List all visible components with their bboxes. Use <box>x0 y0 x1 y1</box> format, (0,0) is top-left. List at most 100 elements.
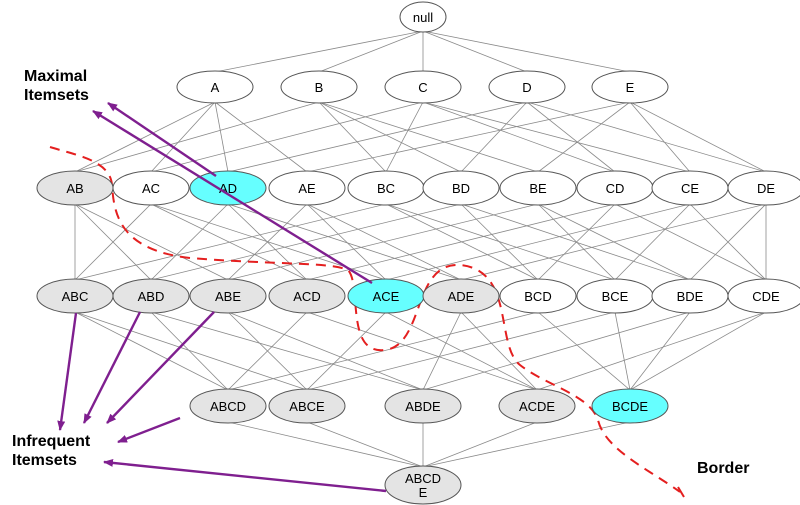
node-de-label: DE <box>757 181 775 196</box>
infrequent-label-line2: Itemsets <box>12 452 77 469</box>
arrow-abd-to-infrequent <box>82 311 142 424</box>
node-ae-label: AE <box>298 181 316 196</box>
node-acd-shape <box>268 278 346 314</box>
edge-null-e <box>422 30 631 73</box>
edge-bde-bcde <box>629 311 691 391</box>
edge-a-ac <box>150 101 216 173</box>
maximal-itemsets-label: Maximal Itemsets <box>24 67 89 105</box>
edge-d-de <box>526 101 767 173</box>
node-acd: ACD <box>268 278 346 314</box>
node-null: null <box>399 1 447 33</box>
edge-bd-bde <box>460 203 691 281</box>
node-c: C <box>384 70 462 104</box>
node-abd: ABD <box>112 278 190 314</box>
edge-c-bc <box>385 101 424 173</box>
node-abde: ABDE <box>384 388 462 424</box>
border-line-endcap <box>677 486 685 498</box>
node-e-shape <box>591 70 669 104</box>
node-bd-shape <box>422 170 500 206</box>
node-e: E <box>591 70 669 104</box>
edge-cde-bcde <box>629 311 767 391</box>
node-ade-label: ADE <box>448 289 475 304</box>
node-abde-label: ABDE <box>405 399 441 414</box>
edge-ae-ace <box>306 203 387 281</box>
edge-ce-bce <box>614 203 691 281</box>
infrequent-itemsets-label: Infrequent Itemsets <box>12 432 90 470</box>
edge-b-be <box>318 101 539 173</box>
edge-d-bd <box>460 101 528 173</box>
node-ac: AC <box>112 170 190 206</box>
edge-ade-acde <box>460 311 538 391</box>
node-bcde-shape <box>591 388 669 424</box>
border-label: Border <box>697 460 750 477</box>
edge-ac-abc <box>74 203 152 281</box>
maximal-label-line2: Itemsets <box>24 87 89 104</box>
edge-abce-abcde <box>306 421 424 468</box>
arrow-abc-to-infrequent <box>57 312 78 431</box>
edge-e-be <box>537 101 631 173</box>
node-cde: CDE <box>727 278 800 314</box>
infrequent-label-line1: Infrequent <box>12 433 91 450</box>
node-bc: BC <box>347 170 425 206</box>
node-ab-label: AB <box>66 181 83 196</box>
edge-acd-abcd <box>227 311 308 391</box>
node-ad: AD <box>189 170 267 206</box>
node-abe-label: ABE <box>215 289 241 304</box>
edge-a-ad <box>214 101 229 173</box>
edge-ad-ade <box>227 203 462 281</box>
edge-ad-abd <box>150 203 229 281</box>
edge-c-ce <box>422 101 691 173</box>
lattice-edges <box>74 30 767 468</box>
node-bce-label: BCE <box>602 289 629 304</box>
node-abce-label: ABCE <box>289 399 325 414</box>
edge-ab-abe <box>74 203 229 281</box>
edge-bce-abce <box>306 311 616 391</box>
node-null-label: null <box>413 10 433 25</box>
node-be-label: BE <box>529 181 547 196</box>
node-abcd: ABCD <box>189 388 267 424</box>
edge-abe-abde <box>227 311 424 391</box>
node-d-label: D <box>522 80 531 95</box>
node-abd-shape <box>112 278 190 314</box>
node-ac-label: AC <box>142 181 160 196</box>
node-c-label: C <box>418 80 427 95</box>
node-bcd-label: BCD <box>524 289 551 304</box>
edge-null-b <box>318 30 424 73</box>
edge-ce-ace <box>385 203 691 281</box>
edge-bcd-bcde <box>537 311 631 391</box>
node-acde-label: ACDE <box>519 399 555 414</box>
arrow-abcde-to-infrequent <box>103 458 387 493</box>
callout-arrows <box>57 102 387 493</box>
edge-bcde-abcde <box>422 421 631 468</box>
edge-ade-abde <box>422 311 462 391</box>
node-e-label: E <box>626 80 635 95</box>
node-acde-shape <box>498 388 576 424</box>
node-abe-shape <box>189 278 267 314</box>
node-abce-shape <box>268 388 346 424</box>
node-null-shape <box>399 1 447 33</box>
edge-bc-bce <box>385 203 616 281</box>
node-cde-shape <box>727 278 800 314</box>
edge-abd-abcd <box>150 311 229 391</box>
edge-bc-abc <box>74 203 387 281</box>
node-de: DE <box>727 170 800 206</box>
node-d-shape <box>488 70 566 104</box>
node-bcde: BCDE <box>591 388 669 424</box>
node-acd-label: ACD <box>293 289 320 304</box>
node-b-shape <box>280 70 358 104</box>
node-a: A <box>176 70 254 104</box>
node-de-shape <box>727 170 800 206</box>
arrow-abcd-to-infrequent <box>117 416 181 444</box>
node-acde: ACDE <box>498 388 576 424</box>
edge-ae-abe <box>227 203 308 281</box>
node-abcd-label: ABCD <box>210 399 246 414</box>
node-ab: AB <box>36 170 114 206</box>
edge-ace-abce <box>306 311 387 391</box>
node-ce: CE <box>651 170 729 206</box>
node-abc: ABC <box>36 278 114 314</box>
node-b: B <box>280 70 358 104</box>
node-bd: BD <box>422 170 500 206</box>
node-cd-label: CD <box>606 181 625 196</box>
edge-abc-abce <box>74 311 308 391</box>
